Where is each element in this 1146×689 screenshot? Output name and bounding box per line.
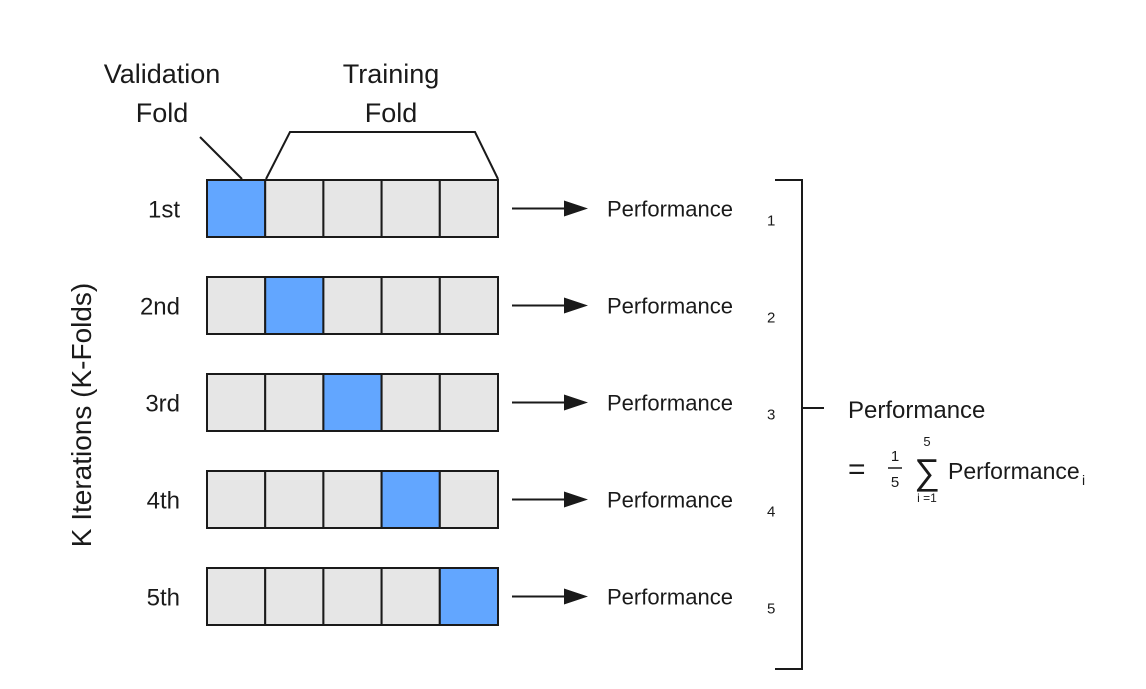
- performance-label: Performance: [607, 294, 733, 319]
- performance-subscript: 1: [767, 213, 775, 230]
- performance-subscript: 5: [767, 601, 775, 618]
- training-fold-cell: [322, 567, 383, 626]
- training-fold-cell: [438, 373, 499, 432]
- training-fold-cell: [264, 470, 325, 529]
- k-iterations-axis-label: K Iterations (K-Folds): [66, 283, 97, 548]
- training-fold-cell: [206, 567, 267, 626]
- training-fold-cell: [206, 373, 267, 432]
- arrow-head: [564, 297, 588, 314]
- iteration-label: 3rd: [145, 391, 180, 418]
- validation-fold-label-line2: Fold: [136, 98, 189, 128]
- training-brace: [265, 131, 499, 180]
- training-fold-cell: [264, 179, 325, 238]
- iteration-label: 5th: [147, 585, 180, 612]
- fraction-numerator: 1: [891, 448, 899, 465]
- iteration-label: 4th: [147, 488, 180, 515]
- formula-equals: =: [848, 453, 866, 486]
- arrow-head: [564, 394, 588, 411]
- sum-lower-bound: i =1: [917, 491, 937, 505]
- performance-label: Performance: [607, 197, 733, 222]
- formula-title: Performance: [848, 397, 985, 424]
- aggregate-bracket: [775, 179, 824, 670]
- training-fold-cell: [322, 276, 383, 335]
- performance-subscript: 2: [767, 310, 775, 327]
- validation-fold-label-line1: Validation: [104, 59, 221, 89]
- fraction-denominator: 5: [891, 474, 899, 491]
- training-fold-cell: [380, 179, 441, 238]
- validation-fold-cell: [322, 373, 383, 432]
- formula-term-subscript: i: [1082, 472, 1085, 488]
- validation-fold-cell: [438, 567, 499, 626]
- validation-callout-line: [199, 136, 243, 180]
- training-fold-label-line1: Training: [343, 59, 440, 89]
- performance-label: Performance: [607, 488, 733, 513]
- iteration-row: 4th Performance 4: [147, 470, 775, 529]
- training-fold-cell: [438, 276, 499, 335]
- validation-fold-cell: [264, 276, 325, 335]
- validation-fold-cell: [380, 470, 441, 529]
- training-fold-cell: [380, 567, 441, 626]
- arrow-head: [564, 588, 588, 605]
- training-fold-cell: [438, 179, 499, 238]
- arrow-head: [564, 200, 588, 217]
- validation-fold-cell: [206, 179, 267, 238]
- training-fold-cell: [206, 276, 267, 335]
- training-fold-cell: [322, 470, 383, 529]
- iteration-row: 2nd Performance 2: [140, 276, 775, 335]
- formula-term: Performance: [948, 458, 1080, 484]
- iteration-row: 1st Performance 1: [148, 179, 775, 238]
- training-fold-cell: [264, 373, 325, 432]
- iteration-row: 5th Performance 5: [147, 567, 775, 626]
- arrow-head: [564, 491, 588, 508]
- performance-label: Performance: [607, 585, 733, 610]
- training-fold-label-line2: Fold: [365, 98, 418, 128]
- performance-subscript: 4: [767, 504, 775, 521]
- training-fold-cell: [380, 276, 441, 335]
- iteration-row: 3rd Performance 3: [145, 373, 775, 432]
- performance-subscript: 3: [767, 407, 775, 424]
- performance-label: Performance: [607, 391, 733, 416]
- training-fold-cell: [264, 567, 325, 626]
- training-fold-cell: [438, 470, 499, 529]
- sum-upper-bound: 5: [923, 434, 930, 449]
- training-fold-cell: [380, 373, 441, 432]
- iteration-label: 2nd: [140, 294, 180, 321]
- summation-symbol: ∑: [914, 451, 940, 492]
- training-fold-cell: [206, 470, 267, 529]
- iteration-label: 1st: [148, 197, 180, 224]
- training-fold-cell: [322, 179, 383, 238]
